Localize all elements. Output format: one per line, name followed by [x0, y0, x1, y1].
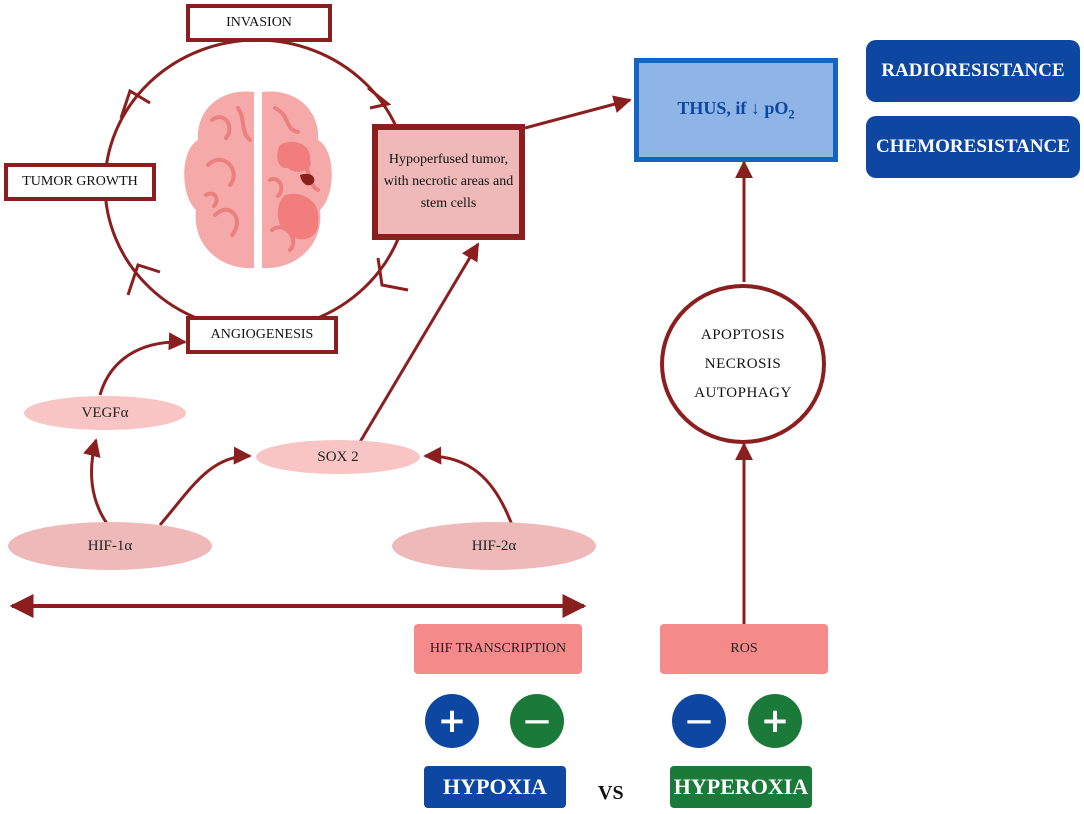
apoptosis-label: APOPTOSIS	[700, 326, 786, 343]
hyperoxia-plus-icon: +	[748, 694, 802, 748]
hyperoxia-label: HYPEROXIA	[670, 766, 812, 808]
tumor-growth-label: TUMOR GROWTH	[4, 163, 156, 201]
radioresistance-badge: RADIORESISTANCE	[866, 40, 1080, 102]
necrosis-label: NECROSIS	[704, 355, 782, 372]
cell-death-circle: APOPTOSIS NECROSIS AUTOPHAGY	[660, 284, 826, 444]
sox2-ellipse: SOX 2	[256, 440, 420, 474]
ros-pill: ROS	[660, 624, 828, 674]
autophagy-label: AUTOPHAGY	[694, 384, 792, 401]
hif1-ellipse: HIF-1α	[8, 522, 212, 570]
arrow-tumor-to-thus	[524, 95, 632, 130]
arrow-sox2-to-tumor	[358, 242, 480, 443]
cycle-chevron-left-top	[119, 88, 151, 119]
arrow-hif2-to-sox2	[423, 446, 514, 526]
chemoresistance-badge: CHEMORESISTANCE	[866, 116, 1080, 178]
cycle-chevron-left-bottom	[126, 263, 161, 296]
tumor-box-line-1: Hypoperfused tumor,	[388, 152, 509, 167]
thus-po2-box: THUS, if ↓ pO2	[634, 58, 838, 162]
tumor-box-line-2: with necrotic areas and	[383, 174, 514, 189]
arrow-vegf-to-angiogenesis	[98, 332, 187, 396]
arrow-hif1-to-vegf	[83, 438, 110, 526]
invasion-label: INVASION	[186, 4, 332, 42]
hypoxia-minus-icon: —	[510, 694, 564, 748]
hypoxia-label: HYPOXIA	[424, 766, 566, 808]
hypoperfused-tumor-box: Hypoperfused tumor, with necrotic areas …	[372, 124, 525, 240]
vs-label: VS	[598, 782, 624, 804]
tumor-box-line-3: stem cells	[420, 196, 477, 211]
brain-icon	[184, 91, 332, 269]
hif-transcription-pill: HIF TRANSCRIPTION	[414, 624, 582, 674]
hypoxia-plus-icon: +	[425, 694, 479, 748]
hif2-ellipse: HIF-2α	[392, 522, 596, 570]
cycle-chevron-right-bottom	[376, 257, 409, 292]
angiogenesis-label: ANGIOGENESIS	[186, 316, 338, 354]
arrow-hif1-to-sox2	[158, 446, 252, 526]
hyperoxia-minus-icon: —	[672, 694, 726, 748]
thus-po2-text: THUS, if ↓ pO2	[677, 97, 795, 122]
cycle-chevron-right-top	[367, 86, 392, 110]
vegf-ellipse: VEGFα	[24, 396, 186, 430]
